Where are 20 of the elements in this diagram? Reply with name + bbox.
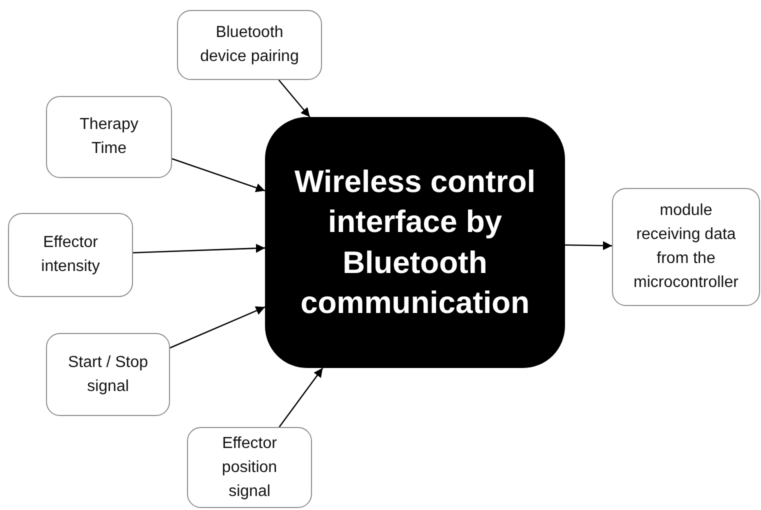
box-label: Effector intensity (40, 233, 101, 277)
arrow (170, 306, 266, 348)
box-label: Therapy Time (78, 115, 140, 159)
input-box (46, 333, 170, 416)
input-box (46, 96, 172, 178)
box-label: module receiving data from the microcontroller (632, 201, 740, 293)
box-label: Bluetooth device pairing (199, 23, 300, 67)
box-label: Wireless control interface by Bluetooth communication (294, 162, 536, 322)
input-box (177, 10, 322, 80)
arrow (172, 158, 266, 192)
arrow (132, 244, 266, 254)
main-block (265, 117, 565, 368)
input-box (8, 213, 133, 297)
arrow (564, 241, 612, 250)
arrow (278, 80, 310, 118)
arrow (278, 368, 324, 428)
box-label: Start / Stop signal (66, 352, 150, 396)
input-box (612, 188, 760, 306)
input-box (187, 427, 312, 508)
box-label: Effector position signal (220, 434, 278, 502)
